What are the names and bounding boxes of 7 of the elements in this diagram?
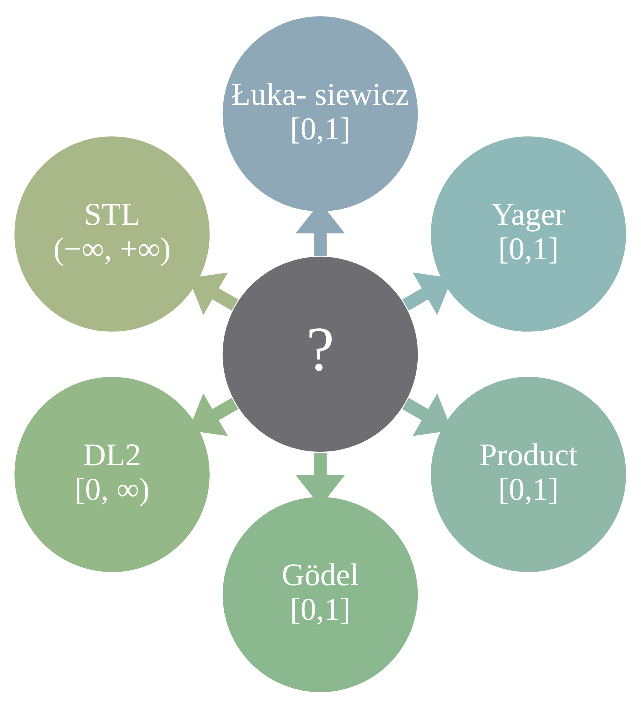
node-circle: DL2 [0, ∞): [13, 376, 212, 574]
node-circle: Yager [0,1]: [430, 135, 628, 334]
node-circle: Gödel [0,1]: [221, 496, 420, 694]
node-circle: ?: [221, 255, 420, 454]
node-circle: Łuka- siewicz [0,1]: [221, 15, 420, 214]
node-circle: Product [0,1]: [430, 376, 628, 574]
node-circle: STL (−∞, +∞): [13, 135, 212, 334]
